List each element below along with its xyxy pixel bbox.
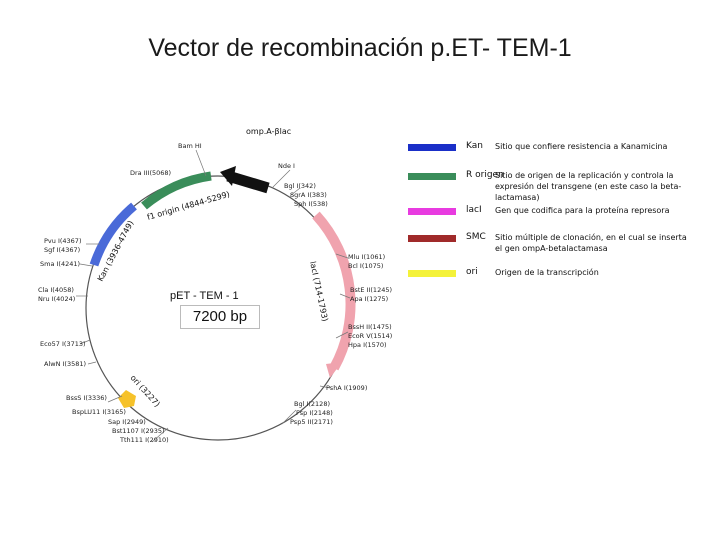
site-label: SgrA I(383) (290, 191, 327, 199)
site-label: Apa I(1275) (350, 295, 388, 303)
site-label: Eco57 I(3713) (40, 340, 86, 348)
legend-swatch-ori (408, 270, 456, 277)
site-label: Hpa I(1570) (348, 341, 387, 349)
legend-desc: Sitio de origen de la replicación y cont… (495, 171, 682, 202)
site-label: Mlu I(1061) (348, 253, 385, 261)
legend-code: lacI (466, 205, 482, 215)
ori-marker (118, 390, 136, 408)
legend-desc: Gen que codifica para la proteína repres… (495, 206, 670, 215)
site-label: Nru I(4024) (38, 295, 75, 303)
site-label: BstE II(1245) (350, 286, 392, 294)
site-label: EcoR V(1514) (348, 332, 392, 340)
legend-swatch-r-origen (408, 173, 456, 180)
legend-desc: Sitio múltiple de clonación, en el cual … (495, 233, 687, 253)
f1-origin-arc (141, 171, 212, 210)
site-label: Sap I(2949) (108, 418, 146, 426)
plasmid-size-label: 7200 bp (192, 308, 248, 325)
site-label: BspLU11 I(3165) (72, 408, 126, 416)
legend-code: Kan (466, 141, 483, 151)
laci-arrow-head (326, 362, 342, 378)
site-label: BssH II(1475) (348, 323, 392, 331)
laci-arc (312, 211, 356, 371)
legend-code: R origen (466, 170, 504, 180)
site-label: Dra III(5068) (130, 169, 171, 177)
legend-swatch-laci (408, 208, 456, 215)
legend-code: SMC (466, 232, 486, 242)
kan-arc (89, 202, 137, 267)
site-label: Nde I (278, 162, 295, 170)
legend-swatch-kan (408, 144, 456, 151)
site-label: Sma I(4241) (40, 260, 80, 268)
label-laci: lacI (714-1793) (308, 261, 330, 323)
site-label: AlwN I(3581) (44, 360, 86, 368)
site-ticks (76, 149, 351, 443)
ompa-arrow-head (220, 166, 236, 186)
site-label: Bgl I(2128) (294, 400, 330, 408)
site-label: Sph I(538) (294, 200, 328, 208)
site-label: Pvu I(4367) (44, 237, 81, 245)
site-label: Bst1107 I(2935) (112, 427, 165, 435)
site-label: Bcl I(1075) (348, 262, 383, 270)
site-label: Cla I(4058) (38, 286, 74, 294)
legend-swatch-smc (408, 235, 456, 242)
site-label: PshA I(1909) (326, 384, 367, 392)
site-label: Bam HI (178, 142, 202, 150)
legend-desc: Sitio que confiere resistencia a Kanamic… (495, 142, 668, 151)
plasmid-size-box: 7200 bp (180, 305, 260, 329)
slide-title: Vector de recombinación p.ET- TEM-1 (148, 34, 572, 62)
site-label: Tth111 I(2910) (119, 436, 169, 444)
site-label: BssS I(3336) (66, 394, 107, 402)
ompa-blac-arrow (226, 170, 270, 194)
site-label: Bgl I(342) (284, 182, 316, 190)
site-label: Psp5 II(2171) (290, 418, 333, 426)
label-ompa-blac: omp.A-βlac (246, 127, 291, 136)
legend-code: ori (466, 267, 478, 277)
label-plasmid-name: pET - TEM - 1 (170, 290, 239, 302)
legend-desc: Origen de la transcripción (495, 268, 599, 277)
site-label: Sgf I(4367) (44, 246, 80, 254)
site-label: Fsp I(2148) (296, 409, 333, 417)
